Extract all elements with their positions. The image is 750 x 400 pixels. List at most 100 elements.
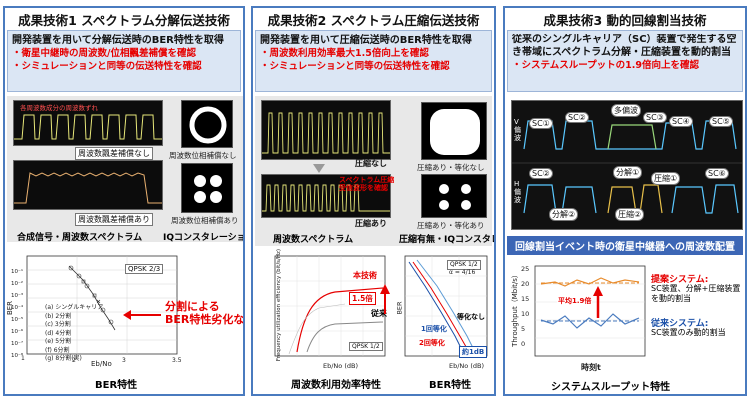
panel3-sc2b: SC②	[529, 168, 553, 179]
panel2-iq-eq	[421, 174, 487, 218]
panel2-scope-trace-2	[262, 184, 390, 212]
panel2-cap-iq2: 圧縮あり・等化あり	[417, 221, 485, 230]
panel2-subtitle-right: 圧縮有無・IQコンスタレーション	[399, 235, 494, 245]
panel3-throughput-chart	[534, 265, 646, 357]
panel2-ratio-label: 1.5倍	[349, 292, 376, 305]
svg-text:3.5: 3.5	[172, 357, 182, 364]
panel2-red-line-2: ・シミュレーションと同等の伝送特性を確認	[260, 61, 450, 72]
panel1-scope-trace-1	[14, 114, 162, 140]
panel2-subtitle-left: 周波数スペクトラム	[273, 235, 354, 245]
panel3-multi-wave: 多偏波	[611, 104, 641, 117]
panel3-sc6: SC⑥	[705, 168, 729, 179]
legend-item: (f) 6分割	[45, 346, 70, 354]
panel3-ratio-label: 平均1.9倍	[557, 296, 593, 306]
panel1-ylabel: BER	[6, 300, 15, 316]
legend-item: (g) 8分割(実)	[45, 355, 82, 362]
panel2-chart-label-left: 周波数利用効率特性	[291, 380, 381, 391]
panel3-h-pol: H偏波	[514, 180, 521, 204]
panel2-eq-two: 2回等化	[419, 339, 445, 347]
panel1-scope-trace-2	[14, 172, 162, 204]
panel1-xlabel: Eb/No	[91, 360, 112, 368]
panel1-cap-iq-comp: 周波数位相補償あり	[171, 216, 239, 225]
y-tick: 15	[521, 295, 530, 303]
panel2-right-xlabel: Eb/No (dB)	[449, 362, 484, 370]
legend-item: (a) シングルキャリア	[45, 304, 104, 311]
y-tick: 25	[521, 265, 530, 273]
panel2-main-line: 開発装置を用いて圧縮伝送時のBER特性を取得	[260, 35, 472, 46]
panel1-red-line-2: ・シミュレーションと同等の伝送特性を確認	[12, 61, 202, 72]
panel1-qpsk: QPSK 2/3	[125, 264, 164, 274]
panel3-comp1: 圧縮①	[651, 172, 681, 185]
panel3-xlabel: 時刻t	[581, 363, 601, 372]
panel2-scope-no-comp	[261, 100, 391, 160]
y-tick: 0	[521, 340, 526, 348]
panel3-v-pol: V偏波	[514, 118, 521, 142]
panel2-eq-one: 1回等化	[421, 325, 447, 333]
panel2-left-xlabel: Eb/No (dB)	[323, 362, 358, 370]
panel2-gain-label: 約1dB	[459, 346, 488, 358]
panel2-iq-blob	[430, 109, 480, 155]
panel3-chart-label: システムスループット特性	[551, 382, 671, 393]
panel2-cap-no-comp: 圧縮なし	[355, 159, 387, 168]
panel3-proposed-title: 提案システム:	[651, 275, 709, 285]
panel1-subtitle-left: 合成信号・周波数スペクトラム	[17, 233, 143, 243]
panel3-comp2: 圧縮②	[615, 208, 645, 221]
panel3-summary-box: 従来のシングルキャリア（SC）装置で発生する空き帯域にスペクトラム分解・圧縮装置…	[507, 30, 743, 92]
panel3-conv-desc: SC装置のみ動的割当	[651, 328, 726, 337]
panel3-sc2: SC②	[565, 112, 589, 123]
panel-dynamic-allocation: 成果技術3 動的回線割当技術 従来のシングルキャリア（SC）装置で発生する空き帯…	[503, 6, 747, 396]
panel3-ylabel: Throughput（Mbit/s）	[510, 271, 519, 347]
panel1-scope-no-comp: 各周波数成分の周波数ずれ	[13, 100, 163, 146]
panel3-blue-caption: 回線割当イベント時の衛星中継器への周波数配置	[507, 236, 743, 255]
legend-item: (c) 3分割	[45, 321, 71, 328]
panel3-line-1: 従来のシングルキャリア（SC）装置で発生する空き帯域にスペクトラム分解・圧縮装置…	[512, 34, 737, 58]
panel1-title: 成果技術1 スペクトラム分解伝送技術	[18, 13, 230, 28]
panel1-summary-box: 開発装置を用いて分解伝送時のBER特性を取得 ・衛星中継時の周波数/位相飄差補償…	[7, 30, 241, 92]
panel1-iq-comp	[181, 163, 233, 213]
panel2-cap-comp: 圧縮あり	[355, 219, 387, 228]
panel2-eq-none: 等化なし	[457, 313, 485, 321]
panel1-chart-note: 分割による BER特性劣化なし	[165, 300, 245, 326]
y-tick: 20	[521, 280, 530, 288]
panel2-conventional-label: 従来	[371, 309, 387, 318]
panel2-red-line-1: ・周波数利用効率最大1.5倍向上を確認	[260, 48, 429, 59]
panel1-scope-comp	[13, 160, 163, 210]
panel1-chart-label: BER特性	[95, 380, 138, 391]
panel2-scope-red-note: スペクトラム圧縮 受信波形を確認	[339, 176, 395, 192]
panel-spectrum-compression: 成果技術2 スペクトラム圧縮伝送技術 開発装置を用いて圧縮伝送時のBER特性を取…	[251, 6, 496, 396]
panel2-scope-comp	[261, 174, 391, 218]
panel3-proposed-desc: SC装置、分解+圧縮装置を動的割当	[651, 284, 741, 303]
panel1-legend: (a) シングルキャリア (b) 2分割 (c) 3分割 (d) 4分割 (e)…	[45, 304, 103, 364]
svg-text:2: 2	[72, 357, 76, 364]
panel3-conv-title: 従来システム:	[651, 319, 709, 329]
legend-item: (d) 4分割	[45, 329, 72, 337]
panel2-right-ylabel: BER	[395, 301, 404, 315]
panel3-sc4: SC④	[669, 116, 693, 127]
panel2-iq-no-eq	[421, 102, 487, 160]
panel2-qpsk-left: QPSK 1/2	[349, 342, 383, 351]
panel2-ratio-arrow	[380, 284, 390, 314]
panel3-y-ticks: 25 20 15 10 5 0	[521, 262, 529, 352]
panel1-red-line-1: ・衛星中継時の周波数/位相飄差補償を確認	[12, 48, 196, 59]
panel1-iq-ring	[189, 106, 227, 144]
panel3-ratio-arrow	[593, 286, 603, 318]
y-tick: 5	[521, 325, 526, 333]
svg-text:3: 3	[122, 357, 126, 364]
panel1-cap-no-comp: 周波数飄差補償なし	[75, 147, 153, 160]
panel1-note-arrow	[123, 310, 161, 320]
legend-item: (e) 5分割	[45, 338, 72, 345]
panel3-split1: 分解①	[613, 166, 643, 179]
panel2-ber-chart	[404, 255, 488, 357]
legend-item: (b) 2分割	[45, 312, 72, 320]
panel2-arrow-down	[313, 164, 325, 173]
panel3-line-2: ・システムスループットの1.9倍向上を確認	[512, 60, 699, 71]
panel1-scope-label: 各周波数成分の周波数ずれ	[20, 104, 98, 112]
panel3-sc3: SC③	[643, 112, 667, 123]
panel1-main-line: 開発装置を用いて分解伝送時のBER特性を取得	[12, 35, 224, 46]
panel1-iq-dots	[194, 175, 222, 203]
svg-text:1: 1	[21, 355, 25, 362]
panel2-proposed-label: 本技術	[353, 271, 377, 280]
panel2-summary-box: 開発装置を用いて圧縮伝送時のBER特性を取得 ・周波数利用効率最大1.5倍向上を…	[255, 30, 492, 92]
panel1-cap-comp: 周波数飄差補償あり	[75, 213, 153, 226]
panel1-iq-no-comp	[181, 100, 233, 148]
